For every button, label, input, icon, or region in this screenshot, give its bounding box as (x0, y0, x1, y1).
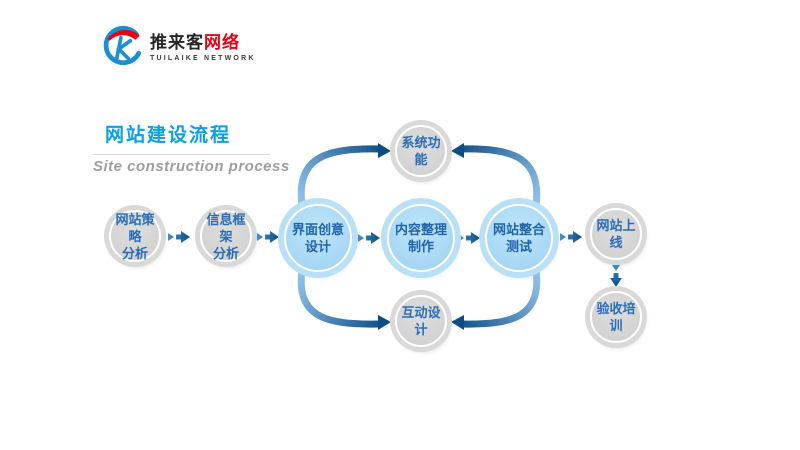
flow-arrow-1 (168, 231, 190, 243)
branch-interaction-design: 互动设计 (395, 295, 447, 347)
step-website-strategy-analysis: 网站策略 分析 (109, 210, 161, 262)
flow-arrow-4 (458, 232, 480, 244)
branch-label: 互动设计 (401, 305, 441, 337)
logo-text: 推来客网络 TUILAIKE NETWORK (150, 33, 256, 62)
step-label-line1: 内容整理 (394, 222, 447, 237)
logo-brand-cn-red: 网络 (204, 32, 240, 52)
step-site-integration-testing: 网站整合 测试 (485, 204, 553, 272)
curve-arrow-ui-to-interaction (297, 266, 391, 330)
page-subtitle: Site construction process (93, 158, 290, 175)
branch-label: 系统功能 (401, 135, 441, 167)
step-acceptance-training: 验收培训 (590, 291, 642, 343)
title-block: 网站建设流程 Site construction process (93, 120, 293, 175)
step-label-line2: 测试 (505, 239, 532, 254)
step-ui-creative-design: 界面创意 设计 (284, 204, 352, 272)
step-label-line2: 分析 (212, 245, 239, 261)
step-label-line1: 网站上线 (596, 218, 636, 250)
logo-brand-cn-dark: 推来客 (150, 32, 204, 52)
logo-brand-en: TUILAIKE NETWORK (150, 54, 256, 62)
flow-arrow-2 (257, 231, 279, 243)
flow-arrow-down (610, 265, 622, 287)
curve-arrow-ui-to-system (297, 143, 391, 210)
step-label-line1: 信息框架 (206, 211, 246, 244)
page-title: 网站建设流程 (105, 125, 232, 146)
step-site-launch: 网站上线 (590, 208, 642, 260)
curve-arrow-testing-to-interaction (451, 266, 541, 330)
step-label-line1: 网站整合 (492, 222, 545, 237)
step-label-line2: 分析 (121, 245, 148, 261)
step-label-line1: 界面创意 (291, 222, 344, 237)
step-info-framework-analysis: 信息框架 分析 (200, 210, 252, 262)
curve-arrow-testing-to-system (451, 143, 541, 210)
step-label-line2: 设计 (304, 239, 331, 254)
flow-arrow-5 (560, 231, 582, 243)
step-content-production: 内容整理 制作 (387, 204, 455, 272)
step-label-line2: 制作 (407, 239, 434, 254)
flow-arrow-3 (358, 232, 380, 244)
step-label-line1: 网站策略 (115, 211, 155, 244)
logo: 推来客网络 TUILAIKE NETWORK (99, 24, 256, 70)
branch-system-functions: 系统功能 (395, 125, 447, 177)
tuilaike-logo-icon (103, 25, 141, 65)
title-divider (93, 154, 270, 155)
logo-brand-cn: 推来客网络 (150, 33, 256, 53)
step-label-line1: 验收培训 (596, 301, 636, 333)
